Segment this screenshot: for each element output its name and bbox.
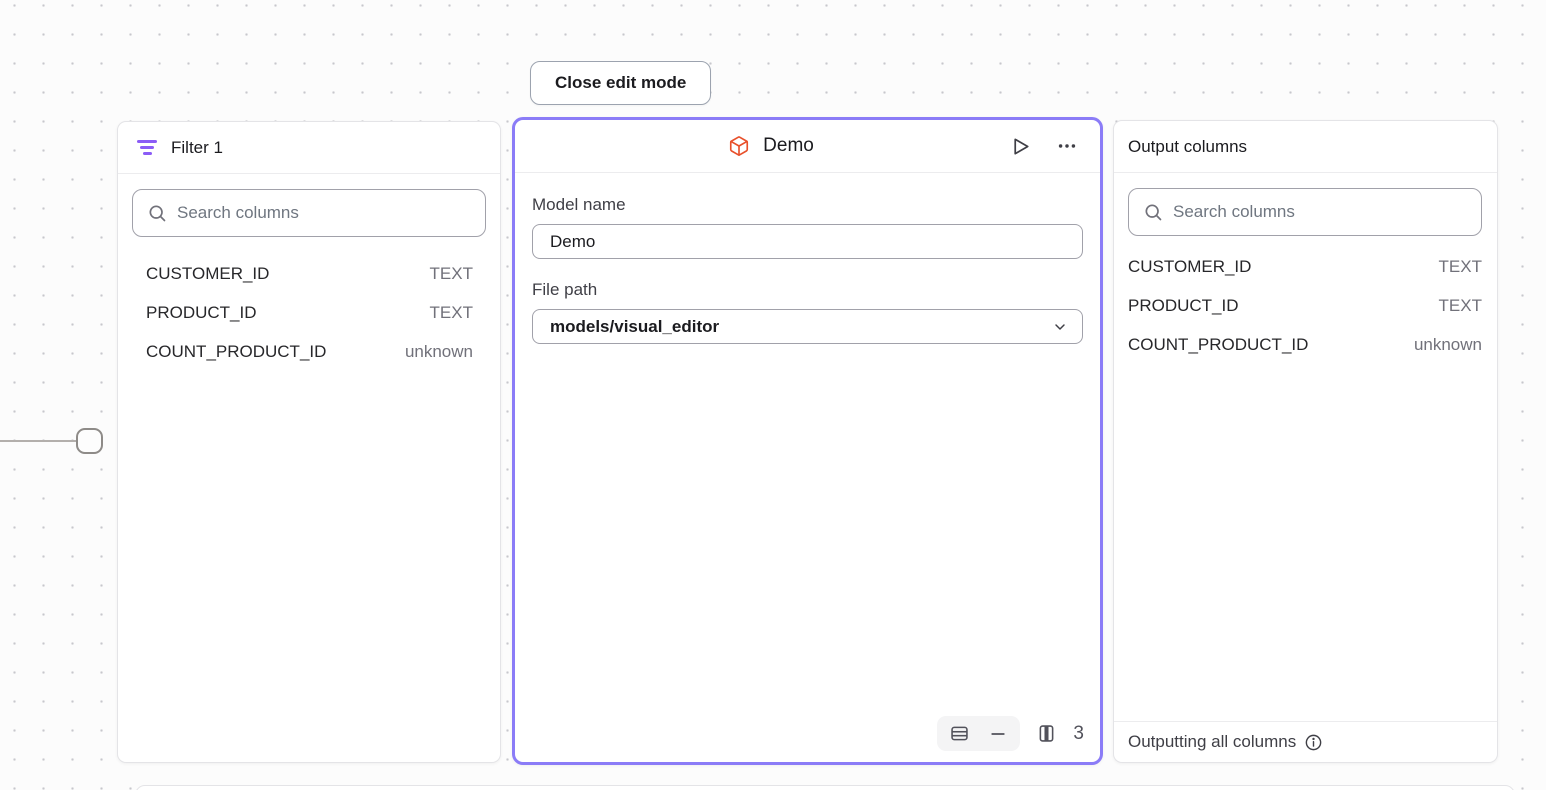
output-panel-title: Output columns xyxy=(1128,137,1247,157)
column-row[interactable]: PRODUCT_ID TEXT xyxy=(118,293,500,332)
file-path-value: models/visual_editor xyxy=(550,317,719,337)
row-display-toggle-group xyxy=(937,716,1020,751)
model-panel-footer: 3 xyxy=(937,716,1084,751)
column-row[interactable]: COUNT_PRODUCT_ID unknown xyxy=(118,332,500,371)
column-count-badge: 3 xyxy=(1073,723,1084,745)
search-icon xyxy=(147,203,167,223)
output-search-box[interactable] xyxy=(1128,188,1482,236)
file-path-label: File path xyxy=(532,280,1083,300)
column-name: PRODUCT_ID xyxy=(1128,296,1239,316)
column-name: COUNT_PRODUCT_ID xyxy=(1128,335,1308,355)
filter-node-panel: Filter 1 CUSTOMER_ID TEXT PRODUCT_ID TEX… xyxy=(117,121,501,763)
more-options-button[interactable] xyxy=(1054,133,1080,159)
output-columns-panel: Output columns CUSTOMER_ID TEXT PRODUCT_… xyxy=(1113,120,1498,763)
column-type: TEXT xyxy=(430,264,473,284)
model-name-label: Model name xyxy=(532,195,1083,215)
outputting-all-columns-text: Outputting all columns xyxy=(1128,732,1296,752)
model-panel-header: Demo xyxy=(515,120,1100,173)
column-name: COUNT_PRODUCT_ID xyxy=(146,342,326,362)
run-model-button[interactable] xyxy=(1007,133,1034,160)
model-cube-icon xyxy=(728,135,750,157)
table-rows-view-button[interactable] xyxy=(947,721,972,746)
play-icon xyxy=(1009,135,1032,158)
filter-column-list: CUSTOMER_ID TEXT PRODUCT_ID TEXT COUNT_P… xyxy=(118,254,500,371)
chevron-down-icon xyxy=(1052,319,1068,335)
column-row[interactable]: COUNT_PRODUCT_ID unknown xyxy=(1114,325,1497,364)
close-edit-mode-button[interactable]: Close edit mode xyxy=(530,61,711,105)
output-search-input[interactable] xyxy=(1173,202,1467,222)
output-panel-header: Output columns xyxy=(1114,121,1497,173)
column-type: TEXT xyxy=(430,303,473,323)
info-icon[interactable] xyxy=(1304,733,1323,752)
column-row[interactable]: CUSTOMER_ID TEXT xyxy=(118,254,500,293)
table-columns-icon xyxy=(1036,723,1057,744)
filter-search-input[interactable] xyxy=(177,203,471,223)
column-type: TEXT xyxy=(1439,257,1482,277)
model-panel-title: Demo xyxy=(763,135,814,157)
model-panel-title-group: Demo xyxy=(535,135,1007,157)
filter-search-box[interactable] xyxy=(132,189,486,237)
column-row[interactable]: PRODUCT_ID TEXT xyxy=(1114,286,1497,325)
connector-edge xyxy=(0,440,78,442)
column-name: CUSTOMER_ID xyxy=(146,264,269,284)
file-path-select[interactable]: models/visual_editor xyxy=(532,309,1083,344)
filter-panel-title: Filter 1 xyxy=(171,138,223,158)
model-panel-body: Model name File path models/visual_edito… xyxy=(515,173,1100,344)
columns-count-button[interactable] xyxy=(1034,721,1059,746)
output-panel-footer: Outputting all columns xyxy=(1114,721,1497,762)
search-icon xyxy=(1143,202,1163,222)
column-name: PRODUCT_ID xyxy=(146,303,257,323)
output-column-list: CUSTOMER_ID TEXT PRODUCT_ID TEXT COUNT_P… xyxy=(1114,247,1497,364)
column-name: CUSTOMER_ID xyxy=(1128,257,1251,277)
column-type: TEXT xyxy=(1439,296,1482,316)
column-type: unknown xyxy=(1414,335,1482,355)
collapse-rows-button[interactable] xyxy=(986,722,1010,746)
model-name-input[interactable] xyxy=(532,224,1083,259)
model-node-panel[interactable]: Demo Model name xyxy=(512,117,1103,765)
minus-icon xyxy=(988,724,1008,744)
column-row[interactable]: CUSTOMER_ID TEXT xyxy=(1114,247,1497,286)
filter-panel-header: Filter 1 xyxy=(118,122,500,174)
connector-handle[interactable] xyxy=(76,428,103,454)
ellipsis-icon xyxy=(1056,135,1078,157)
bottom-panel-partial xyxy=(135,785,1515,790)
filter-icon xyxy=(136,139,158,157)
table-rows-icon xyxy=(949,723,970,744)
column-type: unknown xyxy=(405,342,473,362)
model-panel-actions xyxy=(1007,133,1080,160)
